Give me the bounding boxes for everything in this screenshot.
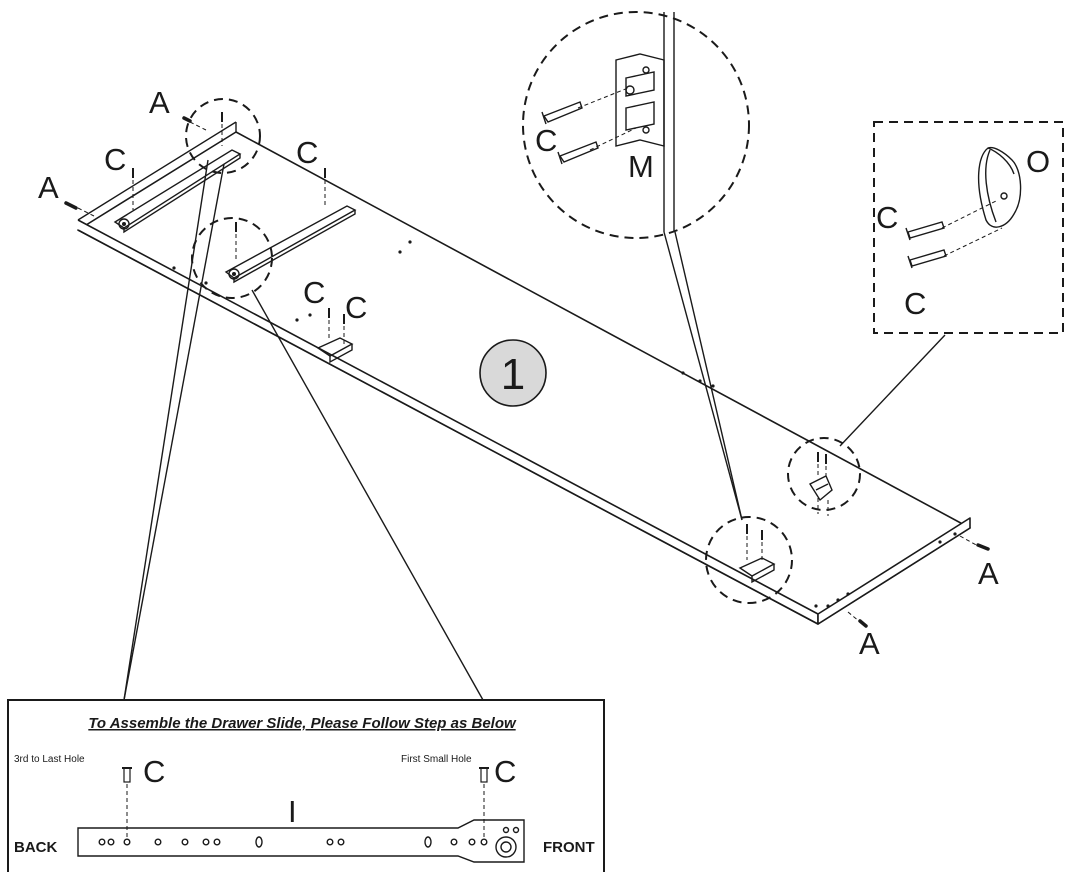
- bracket-front: [738, 557, 776, 584]
- screw-icon: [122, 767, 132, 838]
- screw-icon: [907, 249, 947, 269]
- screw-icon: [479, 767, 489, 838]
- slide-label-i: I: [288, 794, 297, 829]
- drawer-slide-instructions: To Assemble the Drawer Slide, Please Fol…: [7, 699, 605, 872]
- screw-label-c: C: [876, 200, 898, 235]
- stop-detail-callout: [873, 121, 1064, 334]
- drawer-slide-left: [113, 149, 242, 234]
- instruction-title: To Assemble the Drawer Slide, Please Fol…: [88, 715, 517, 732]
- step-badge: 1: [479, 339, 547, 407]
- right-hole-note: First Small Hole: [401, 754, 472, 765]
- dowel-label-a: A: [38, 170, 59, 205]
- screw-label-c: C: [494, 754, 516, 789]
- front-label: FRONT: [543, 839, 595, 856]
- screw-label-c: C: [303, 275, 325, 310]
- part-labels: A A C C C C C M O C C A A: [38, 85, 1050, 661]
- screws-on-panel: [64, 112, 990, 628]
- screw-label-c: C: [143, 754, 165, 789]
- drawer-slide-middle: [224, 205, 357, 284]
- screw-icon: [905, 221, 945, 241]
- dowel-label-a: A: [859, 626, 880, 661]
- bracket-center: [316, 337, 354, 364]
- step-number: 1: [501, 350, 525, 399]
- screw-label-c: C: [104, 142, 126, 177]
- bracket-detail-callout: [522, 11, 750, 239]
- bracket-label-m: M: [628, 149, 654, 184]
- dowel-label-a: A: [978, 556, 999, 591]
- drawer-slide-rail: [77, 819, 525, 863]
- screw-icon: [557, 141, 599, 165]
- leader-lines: [123, 159, 946, 701]
- screw-icon: [541, 101, 583, 125]
- left-hole-note: 3rd to Last Hole: [14, 754, 85, 765]
- callout-circles: [185, 98, 861, 604]
- stop-label-o: O: [1026, 144, 1050, 179]
- stop-on-panel: [808, 475, 833, 502]
- screw-label-c: C: [296, 135, 318, 170]
- dowel-label-a: A: [149, 85, 170, 120]
- screw-label-c: C: [535, 123, 557, 158]
- screw-label-c: C: [904, 286, 926, 321]
- back-label: BACK: [14, 839, 57, 856]
- screw-label-c: C: [345, 290, 367, 325]
